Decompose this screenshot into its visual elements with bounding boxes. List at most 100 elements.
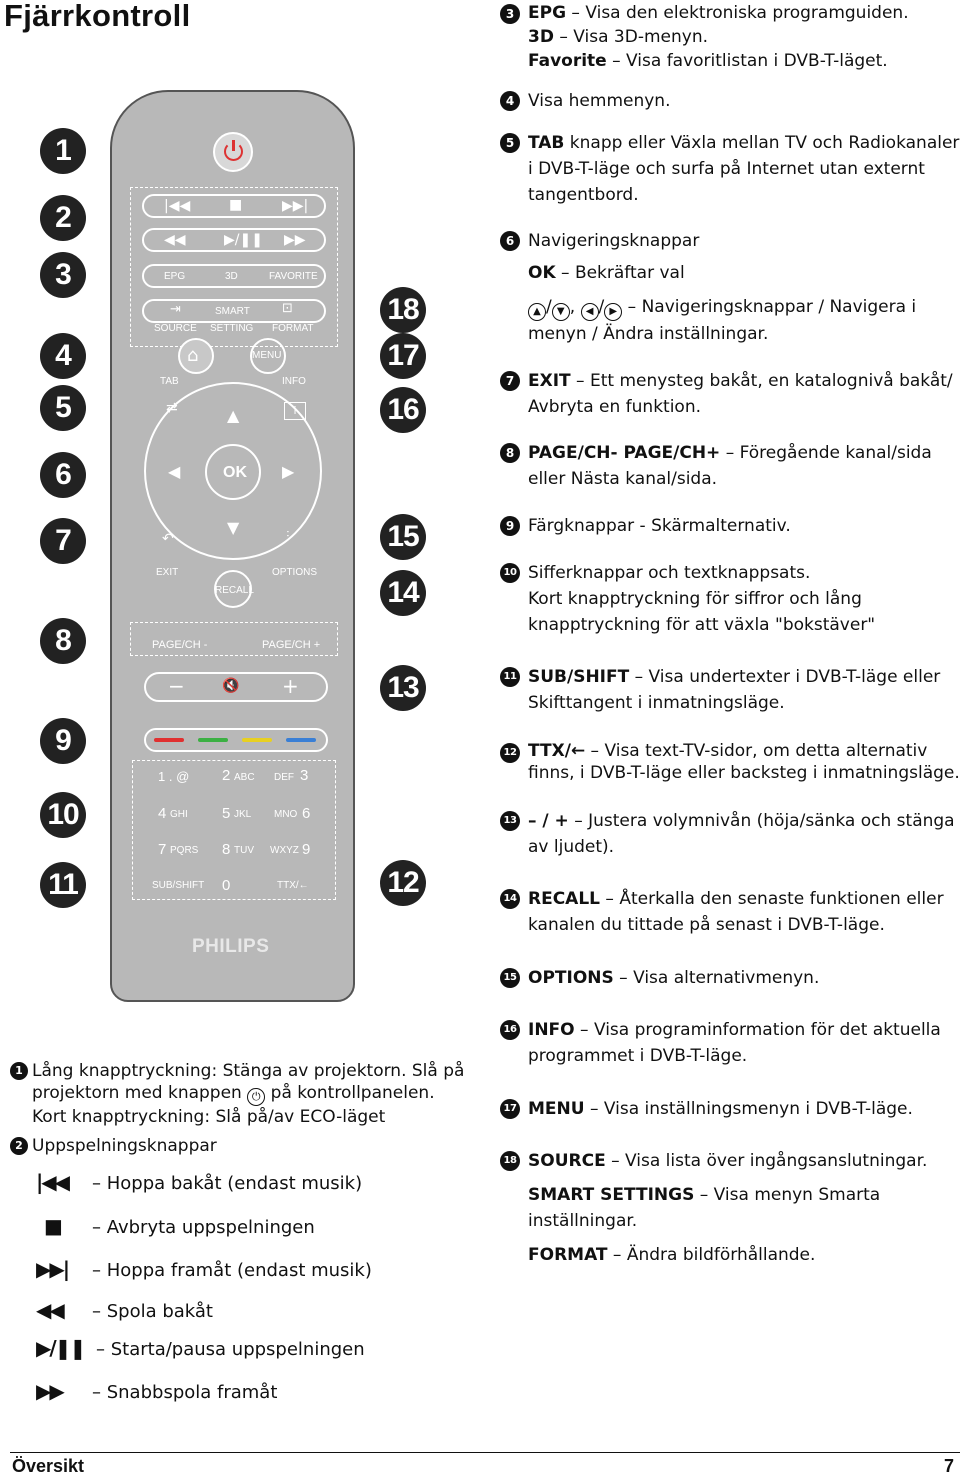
item-15: 15 OPTIONS – Visa alternativmenyn. — [500, 965, 960, 991]
stop-icon: ■ — [44, 1214, 63, 1238]
ttx-label: TTX/← — [277, 880, 309, 891]
ok-label: OK — [223, 464, 247, 481]
source-row — [142, 299, 326, 323]
page-plus-label: PAGE/CH + — [262, 639, 321, 651]
volume-down-icon: − — [168, 674, 185, 698]
color-keys-row — [144, 728, 328, 752]
callout-14: 14 — [380, 570, 426, 616]
tab-label: TAB — [160, 376, 179, 387]
playback-row-2 — [142, 228, 326, 252]
item-5: 5 TAB knapp eller Växla mellan TV och Ra… — [500, 130, 960, 208]
skip-forward-icon: ▶▶| — [36, 1257, 70, 1281]
callout-3: 3 — [40, 252, 86, 298]
page-minus-label: PAGE/CH - — [152, 639, 208, 651]
epg-label: EPG — [164, 271, 186, 282]
playback-play-pause: ▶/❚❚– Starta/pausa uppspelningen — [36, 1336, 365, 1360]
rewind-icon: ◀◀ — [36, 1298, 65, 1322]
mute-icon: 🔇 — [222, 678, 240, 694]
menu-label: MENU — [252, 350, 282, 361]
recall-button — [214, 570, 252, 608]
rewind-icon: ◀◀ — [164, 232, 186, 248]
play-pause-icon: ▶/❚❚ — [224, 232, 263, 248]
callout-16: 16 — [380, 387, 426, 433]
key-0: 0 — [222, 877, 231, 894]
key-5: 5 — [222, 805, 231, 822]
exit-label: EXIT — [156, 567, 179, 578]
callout-13: 13 — [380, 665, 426, 711]
remote-control-illustration: |◀◀ ■ ▶▶| ◀◀ ▶/❚❚ ▶▶ EPG 3D FAVORITE ⇥ S… — [110, 90, 355, 1002]
nav-left-icon: ◀ — [580, 303, 599, 321]
power-symbol-icon: ⏻ — [247, 1088, 266, 1106]
callout-17: 17 — [380, 333, 426, 379]
item-7: 7 EXIT – Ett menysteg bakåt, en katalogn… — [500, 368, 960, 420]
play-pause-icon: ▶/❚❚ — [36, 1336, 86, 1360]
navigation-ring — [144, 382, 322, 560]
epg-row — [142, 264, 326, 288]
callout-1: 1 — [40, 128, 86, 174]
item-3: 3 EPG – Visa den elektroniska programgui… — [500, 1, 960, 73]
smart-label: SMART — [215, 306, 250, 317]
nav-up-icon: ▲ — [528, 303, 546, 321]
page-number: 7 — [944, 1456, 955, 1476]
volume-up-icon: + — [282, 674, 299, 698]
nav-right-icon: ▶ — [604, 303, 623, 321]
playback-skip-back: |◀◀– Hoppa bakåt (endast musik) — [36, 1170, 363, 1194]
item-18: 18 SOURCE – Visa lista över ingångsanslu… — [500, 1148, 960, 1268]
key-4-letters: GHI — [170, 809, 188, 820]
playback-stop: ■– Avbryta uppspelningen — [36, 1214, 315, 1240]
callout-5: 5 — [40, 385, 86, 431]
item-16: 16 INFO – Visa programinformation för de… — [500, 1017, 960, 1069]
item-8: 8 PAGE/CH- PAGE/CH+ – Föregående kanal/s… — [500, 440, 960, 492]
volume-row — [144, 672, 328, 702]
item-4: 4 Visa hemmenyn. — [500, 88, 960, 114]
power-button — [213, 132, 253, 172]
skip-forward-icon: ▶▶| — [282, 198, 309, 214]
callout-15: 15 — [380, 514, 426, 560]
fast-forward-icon: ▶▶ — [284, 232, 306, 248]
key-2-letters: ABC — [234, 772, 255, 783]
key-2: 2 — [222, 767, 231, 784]
item-2: 2 Uppspelningsknappar — [10, 1135, 470, 1157]
key-9-letters: WXYZ — [270, 845, 299, 856]
3d-label: 3D — [225, 271, 238, 282]
key-4: 4 — [158, 805, 167, 822]
footer-divider — [10, 1452, 960, 1453]
callout-11: 11 — [40, 862, 86, 908]
item-10: 10 Sifferknappar och textknappsats. Kort… — [500, 560, 960, 638]
playback-skip-forward: ▶▶|– Hoppa framåt (endast musik) — [36, 1257, 372, 1281]
key-8-letters: TUV — [234, 845, 254, 856]
item-13: 13 – / + – Justera volymnivån (höja/sänk… — [500, 808, 960, 860]
item-6: 6 Navigeringsknappar OK – Bekräftar val … — [500, 228, 960, 347]
stop-icon: ■ — [229, 197, 243, 213]
format-label: FORMAT — [272, 323, 314, 334]
callout-7: 7 — [40, 518, 86, 564]
item-9: 9 Färgknappar - Skärmalternativ. — [500, 513, 960, 539]
item-17: 17 MENU – Visa inställningsmenyn i DVB-T… — [500, 1096, 960, 1122]
item-11: 11 SUB/SHIFT – Visa undertexter i DVB-T-… — [500, 664, 960, 716]
skip-back-icon: |◀◀ — [36, 1170, 70, 1194]
nav-down-icon: ▼ — [551, 303, 570, 321]
source-icon: ⇥ — [170, 302, 181, 317]
callout-12: 12 — [380, 860, 426, 906]
home-icon: ⌂ — [187, 345, 199, 366]
format-icon: ⊡ — [282, 301, 293, 316]
callout-18: 18 — [380, 287, 426, 333]
options-icon: ⫶ — [286, 529, 290, 545]
playback-fast-forward: ▶▶– Snabbspola framåt — [36, 1379, 278, 1403]
down-arrow-icon: ▼ — [227, 518, 240, 537]
playback-row-1 — [142, 194, 326, 218]
footer-section: Översikt — [12, 1456, 85, 1476]
playback-rewind: ◀◀– Spola bakåt — [36, 1298, 213, 1322]
key-6: 6 — [302, 805, 311, 822]
key-6-letters: MNO — [274, 809, 298, 820]
blue-key — [286, 738, 316, 742]
green-key — [198, 738, 228, 742]
back-icon: ↶ — [162, 531, 174, 547]
brand-logo: PHILIPS — [192, 936, 270, 957]
key-3-letters: DEF — [274, 772, 294, 783]
right-arrow-icon: ▶ — [282, 462, 295, 481]
callout-6: 6 — [40, 452, 86, 498]
options-label: OPTIONS — [272, 567, 318, 578]
key-8: 8 — [222, 841, 231, 858]
home-button: ⌂ — [178, 338, 214, 374]
